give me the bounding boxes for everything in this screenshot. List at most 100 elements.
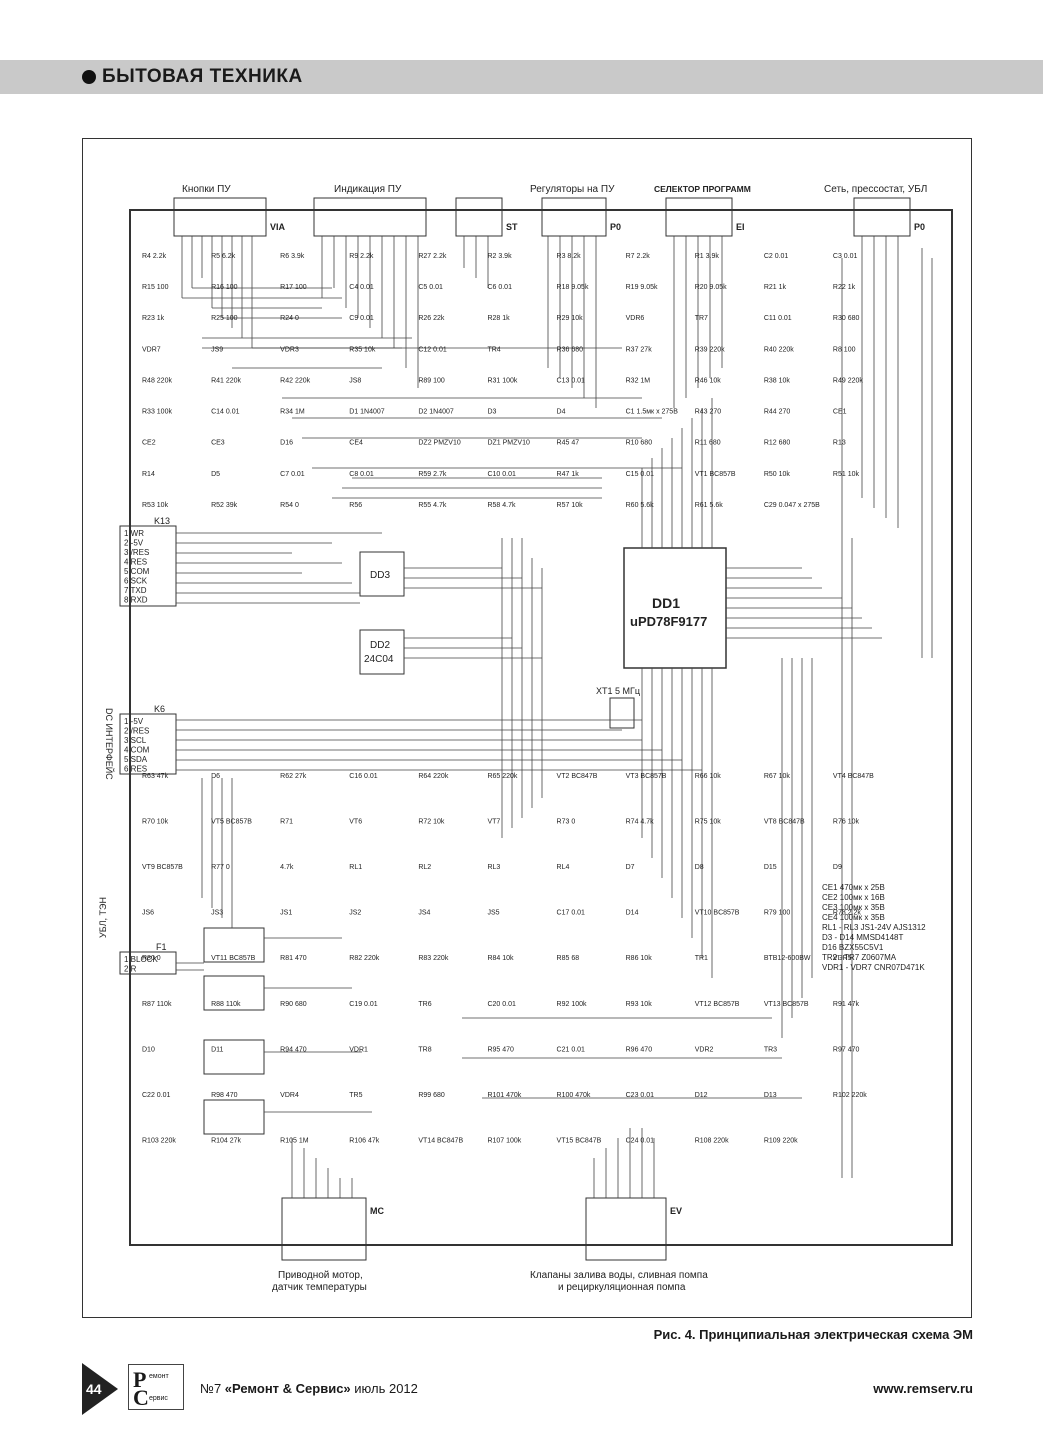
k13-pin: 8 RXD (124, 596, 148, 605)
component-label: R13 (833, 440, 846, 447)
component-label: JS5 (487, 910, 499, 917)
component-label: RL3 (487, 864, 500, 871)
relay-rl4 (203, 1039, 265, 1075)
component-label: R19 9.05k (626, 284, 658, 291)
component-label: VT10 BC857B (695, 910, 740, 917)
component-label: R4 2.2k (142, 253, 167, 260)
component-label: R41 220k (211, 377, 241, 384)
component-label: VT13 BC857B (764, 1001, 809, 1008)
component-label: C3 0.01 (833, 253, 858, 260)
component-label: D4 (557, 409, 566, 416)
component-label: R104 27k (211, 1137, 241, 1144)
component-label: R45 47 (557, 440, 580, 447)
component-label: R64 220k (418, 773, 448, 780)
bullet-icon (82, 70, 96, 84)
component-label: VT15 BC847B (557, 1137, 602, 1144)
k6-pin: 1 -5V (124, 717, 144, 726)
component-label: D13 (764, 1092, 777, 1099)
component-label: VDR4 (280, 1092, 299, 1099)
component-label: C17 0.01 (557, 910, 586, 917)
component-label: R28 1k (487, 315, 510, 322)
component-label: R87 110k (142, 1001, 172, 1008)
component-label: VDR7 (142, 346, 161, 353)
connector-valves (585, 1197, 667, 1261)
component-label: R84 10k (487, 955, 514, 962)
label-ubl-ten: УБЛ, ТЭН (98, 897, 108, 938)
component-label: R58 4.7k (487, 502, 516, 509)
label-dd1-part: uPD78F9177 (630, 614, 707, 629)
label-dd2-part: 24C04 (364, 654, 394, 665)
component-label: VT5 BC857B (211, 819, 252, 826)
component-label: R99 680 (418, 1092, 445, 1099)
component-label: R1 3.9k (695, 253, 720, 260)
label-dd1: DD1 (652, 595, 680, 611)
label-crystal: XT1 5 МГц (596, 686, 640, 696)
website-link[interactable]: www.remserv.ru (873, 1381, 973, 1396)
k6-pin: 4 COM (124, 746, 150, 755)
component-note: VDR1 - VDR7 CNR07D471K (822, 963, 925, 972)
component-label: VT7 (487, 819, 500, 826)
component-label: R46 10k (695, 377, 722, 384)
label-motor-2: датчик температуры (272, 1282, 367, 1293)
ic-dd2 (359, 629, 405, 675)
component-label: CE1 (833, 409, 847, 416)
label-dc-interface: DC ИНТЕРФЕЙС (104, 708, 115, 780)
k13-pin: 7 TXD (124, 586, 147, 595)
component-label: R2 3.9k (487, 253, 512, 260)
component-label: JS4 (418, 910, 430, 917)
component-label: R17 100 (280, 284, 307, 291)
k13-pin: 4 RES (124, 558, 147, 567)
component-label: R31 100k (487, 377, 517, 384)
component-label: R109 220k (764, 1137, 798, 1144)
component-label: CE3 (211, 440, 225, 447)
component-label: VT9 BC857B (142, 864, 183, 871)
component-label: VDR6 (626, 315, 645, 322)
section-title: БЫТОВАЯ ТЕХНИКА (102, 66, 303, 87)
component-label: R101 470k (487, 1092, 521, 1099)
component-label: C8 0.01 (349, 471, 374, 478)
component-label: R36 680 (557, 346, 584, 353)
component-label: 4.7k (280, 864, 294, 871)
k6-pin: 5 SDA (124, 755, 148, 764)
component-label: VT1 BC857B (695, 471, 736, 478)
component-label: R89 100 (418, 377, 445, 384)
component-label: R5 6.2k (211, 253, 236, 260)
component-label: R108 220k (695, 1137, 729, 1144)
component-label: R15 100 (142, 284, 169, 291)
component-label: R16 100 (211, 284, 238, 291)
component-label: D8 (695, 864, 704, 871)
component-label: D9 (833, 864, 842, 871)
component-label: C13 0.01 (557, 377, 586, 384)
component-label: RL1 (349, 864, 362, 871)
component-label: VDR3 (280, 346, 299, 353)
component-label: R90 680 (280, 1001, 307, 1008)
label-mains: Сеть, прессостат, УБЛ (824, 184, 927, 195)
component-label: R83 220k (418, 955, 448, 962)
component-label: R62 27k (280, 773, 307, 780)
k13-pin: 5 COM (124, 567, 150, 576)
magazine-logo: Р емонт С ервис (128, 1364, 184, 1410)
component-label: R37 27k (626, 346, 653, 353)
connector-selector (665, 197, 733, 237)
component-note: RL1 - RL3 JS1-24V AJS1312 (822, 923, 926, 932)
component-label: R78 2.2k (833, 910, 862, 917)
component-note: TR2 - TR7 Z0607MA (822, 953, 897, 962)
component-label: VT12 BC857B (695, 1001, 740, 1008)
component-label: R23 1k (142, 315, 165, 322)
label-st: ST (506, 222, 518, 232)
component-label: JS2 (349, 910, 361, 917)
component-label: R98 470 (211, 1092, 238, 1099)
component-label: JS1 (280, 910, 292, 917)
component-label: CE4 (349, 440, 363, 447)
label-pp: P0 (914, 222, 925, 232)
component-label: C16 0.01 (349, 773, 378, 780)
component-label: C4 0.01 (349, 284, 374, 291)
component-label: R107 100k (487, 1137, 521, 1144)
component-label: CE2 (142, 440, 156, 447)
component-label: R72 10k (418, 819, 445, 826)
relay-rl1 (203, 927, 265, 963)
component-label: D1 1N4007 (349, 409, 385, 416)
component-label: C1 1.5мк х 275В (626, 409, 679, 416)
